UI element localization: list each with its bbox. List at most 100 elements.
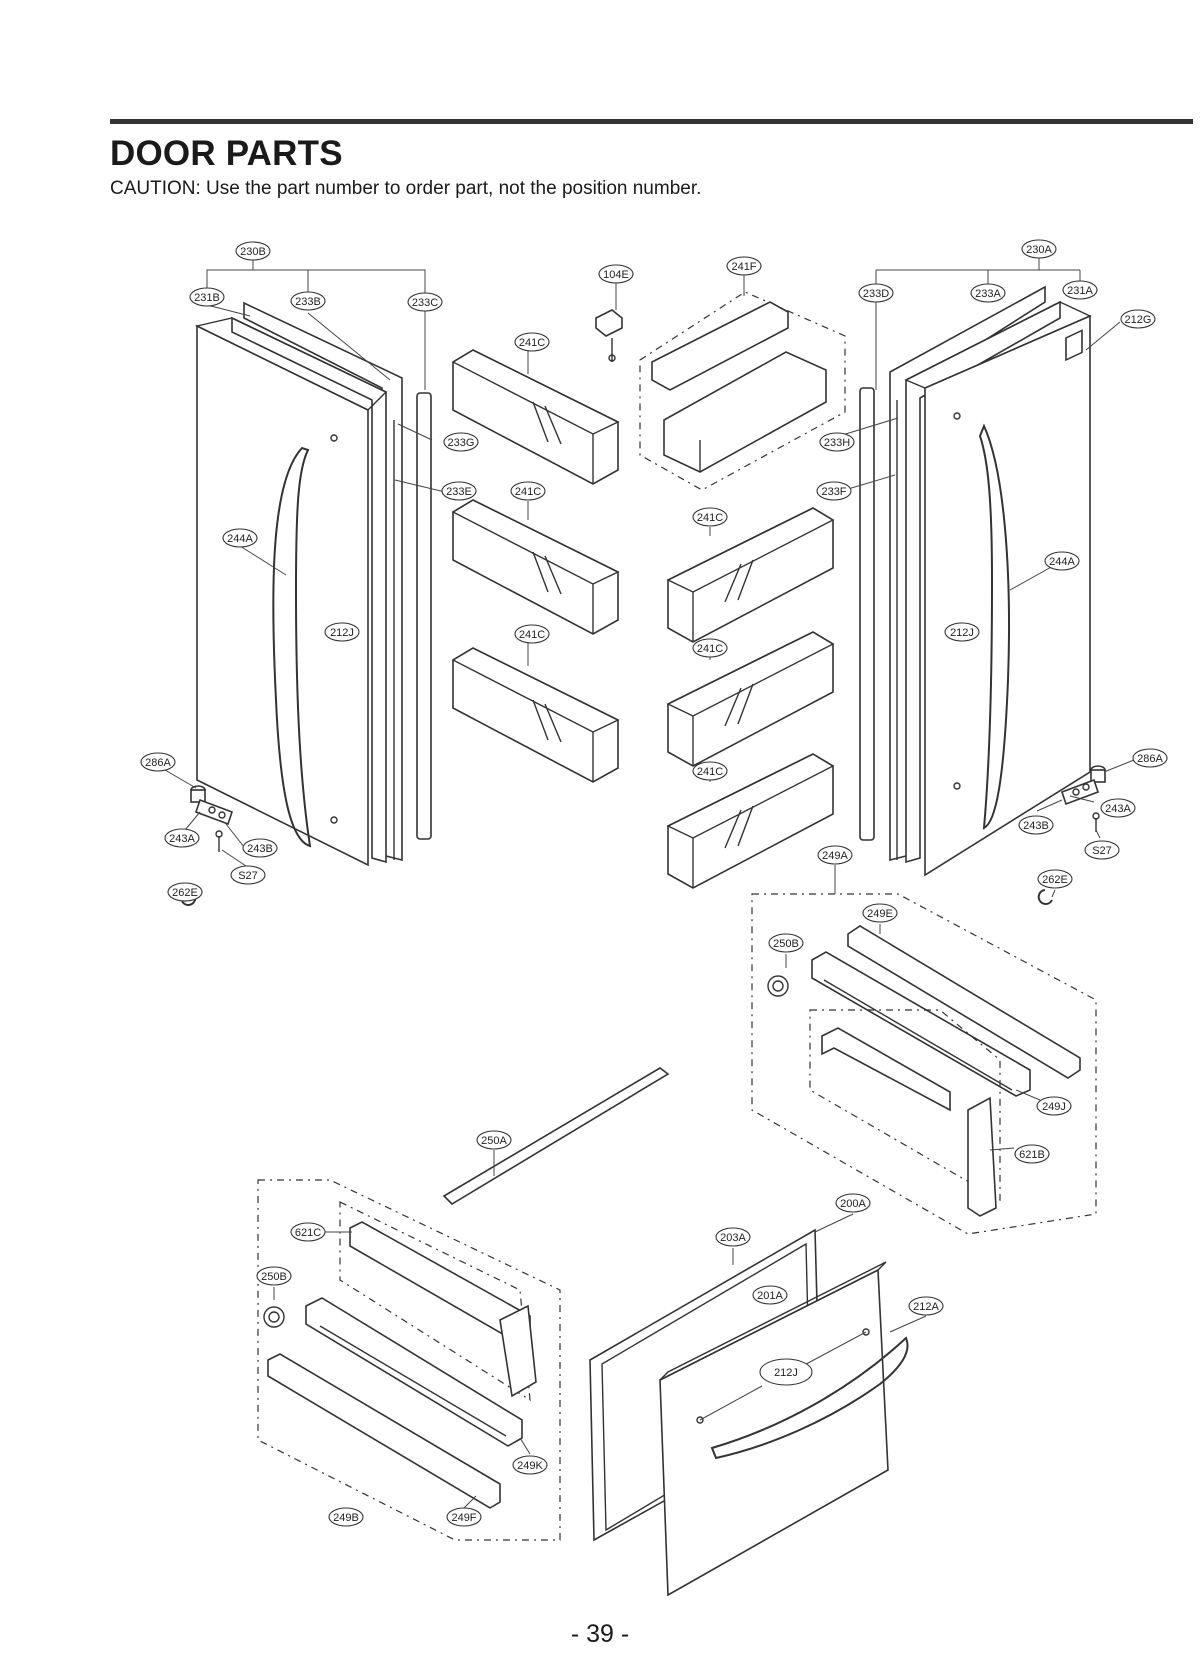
left-rail-assembly (257, 1179, 561, 1541)
callout-233E: 233E (441, 481, 477, 501)
callout-286A-right: 286A (1132, 748, 1168, 768)
svg-text:241C: 241C (697, 512, 723, 524)
svg-text:243B: 243B (1023, 820, 1049, 832)
caution-note: CAUTION: Use the part number to order pa… (110, 178, 702, 199)
svg-text:231B: 231B (194, 292, 220, 304)
svg-text:621C: 621C (295, 1227, 321, 1239)
rail-249E (847, 925, 1081, 1079)
header-rule (110, 119, 1193, 124)
callout-231B: 231B (189, 287, 225, 307)
svg-text:262E: 262E (1042, 874, 1068, 886)
svg-text:201A: 201A (757, 1290, 783, 1302)
callout-241C-4: 241C (514, 624, 550, 644)
exploded-diagram: 230B 231B 233B 233C 104E 241F 230A 233D … (140, 239, 1168, 1597)
part-250A (442, 1067, 670, 1206)
callout-212J-right: 212J (944, 622, 980, 642)
svg-text:249A: 249A (822, 850, 848, 862)
svg-text:212J: 212J (330, 627, 354, 639)
svg-text:233H: 233H (824, 437, 850, 449)
callout-241C-5: 241C (692, 638, 728, 658)
callout-230B: 230B (235, 241, 271, 261)
svg-text:212J: 212J (950, 627, 974, 639)
left-door-gasket-strip (416, 392, 432, 840)
svg-text:233B: 233B (295, 296, 321, 308)
freezer-drawer (589, 1228, 909, 1597)
callout-249J: 249J (1036, 1096, 1072, 1116)
svg-text:244A: 244A (227, 533, 253, 545)
callout-250B-left: 250B (256, 1266, 292, 1286)
svg-text:250A: 250A (481, 1135, 507, 1147)
svg-text:241C: 241C (519, 629, 545, 641)
callout-104E: 104E (598, 264, 634, 284)
page-number: - 39 - (570, 1620, 630, 1648)
callout-212J-bottom: 212J (759, 1358, 813, 1386)
callout-243A-right: 243A (1100, 798, 1136, 818)
svg-text:241C: 241C (697, 643, 723, 655)
callout-249B: 249B (328, 1507, 364, 1527)
callout-250A: 250A (476, 1130, 512, 1150)
svg-text:233D: 233D (863, 288, 889, 300)
callout-243A-left: 243A (164, 828, 200, 848)
callout-S27-right: S27 (1084, 840, 1120, 860)
svg-text:243A: 243A (169, 833, 195, 845)
callout-241F: 241F (726, 256, 762, 276)
svg-text:244A: 244A (1049, 556, 1075, 568)
callout-250B-right: 250B (768, 933, 804, 953)
door-bins-right (666, 507, 835, 889)
svg-text:249F: 249F (451, 1512, 476, 1524)
rail-249F (267, 1353, 501, 1509)
svg-text:241F: 241F (731, 261, 756, 273)
callout-233G: 233G (443, 432, 479, 452)
callout-233B: 233B (290, 291, 326, 311)
callout-233H: 233H (819, 432, 855, 452)
right-rail-assembly (751, 893, 1097, 1235)
svg-text:249K: 249K (517, 1460, 543, 1472)
callout-249F: 249F (446, 1507, 482, 1527)
svg-text:286A: 286A (145, 757, 171, 769)
svg-text:243A: 243A (1105, 803, 1131, 815)
callout-203A: 203A (715, 1227, 751, 1247)
left-door-assembly (194, 301, 432, 867)
callout-201A: 201A (752, 1285, 788, 1305)
callout-S27-left: S27 (230, 865, 266, 885)
callout-241C-6: 241C (692, 761, 728, 781)
rail-249J (811, 951, 1031, 1097)
callout-233C: 233C (407, 292, 443, 312)
svg-text:212J: 212J (774, 1367, 798, 1379)
callout-241C-3: 241C (692, 507, 728, 527)
left-door-handle (272, 446, 312, 848)
callout-243B-left: 243B (242, 838, 278, 858)
right-door-gasket-strip (859, 387, 875, 841)
rail-621B (821, 1027, 951, 1112)
callout-233D: 233D (858, 283, 894, 303)
svg-text:241C: 241C (519, 337, 545, 349)
svg-text:233F: 233F (821, 486, 846, 498)
callout-212J-left: 212J (324, 622, 360, 642)
callout-244A-left: 244A (222, 528, 258, 548)
callout-249E: 249E (862, 903, 898, 923)
svg-text:250B: 250B (261, 1271, 287, 1283)
svg-text:250B: 250B (773, 938, 799, 950)
page-title: DOOR PARTS (110, 134, 343, 173)
drawer-handle (710, 1336, 909, 1460)
svg-text:212A: 212A (913, 1301, 939, 1313)
svg-text:104E: 104E (603, 269, 629, 281)
callout-621B: 621B (1014, 1144, 1050, 1164)
callout-249K: 249K (512, 1455, 548, 1475)
svg-text:231A: 231A (1067, 285, 1093, 297)
callout-231A: 231A (1062, 280, 1098, 300)
callout-243B-right: 243B (1018, 815, 1054, 835)
svg-text:S27: S27 (238, 870, 258, 882)
svg-text:233A: 233A (975, 288, 1001, 300)
callout-212A: 212A (908, 1296, 944, 1316)
right-door-label (1065, 329, 1083, 362)
part-241F (639, 291, 846, 491)
svg-text:262E: 262E (172, 887, 198, 899)
svg-text:249J: 249J (1042, 1101, 1066, 1113)
svg-text:S27: S27 (1092, 845, 1112, 857)
right-door-handle (978, 423, 1010, 830)
callout-621C: 621C (290, 1222, 326, 1242)
part-104E (595, 309, 623, 362)
rail-249K (305, 1297, 523, 1447)
svg-text:233E: 233E (446, 486, 472, 498)
